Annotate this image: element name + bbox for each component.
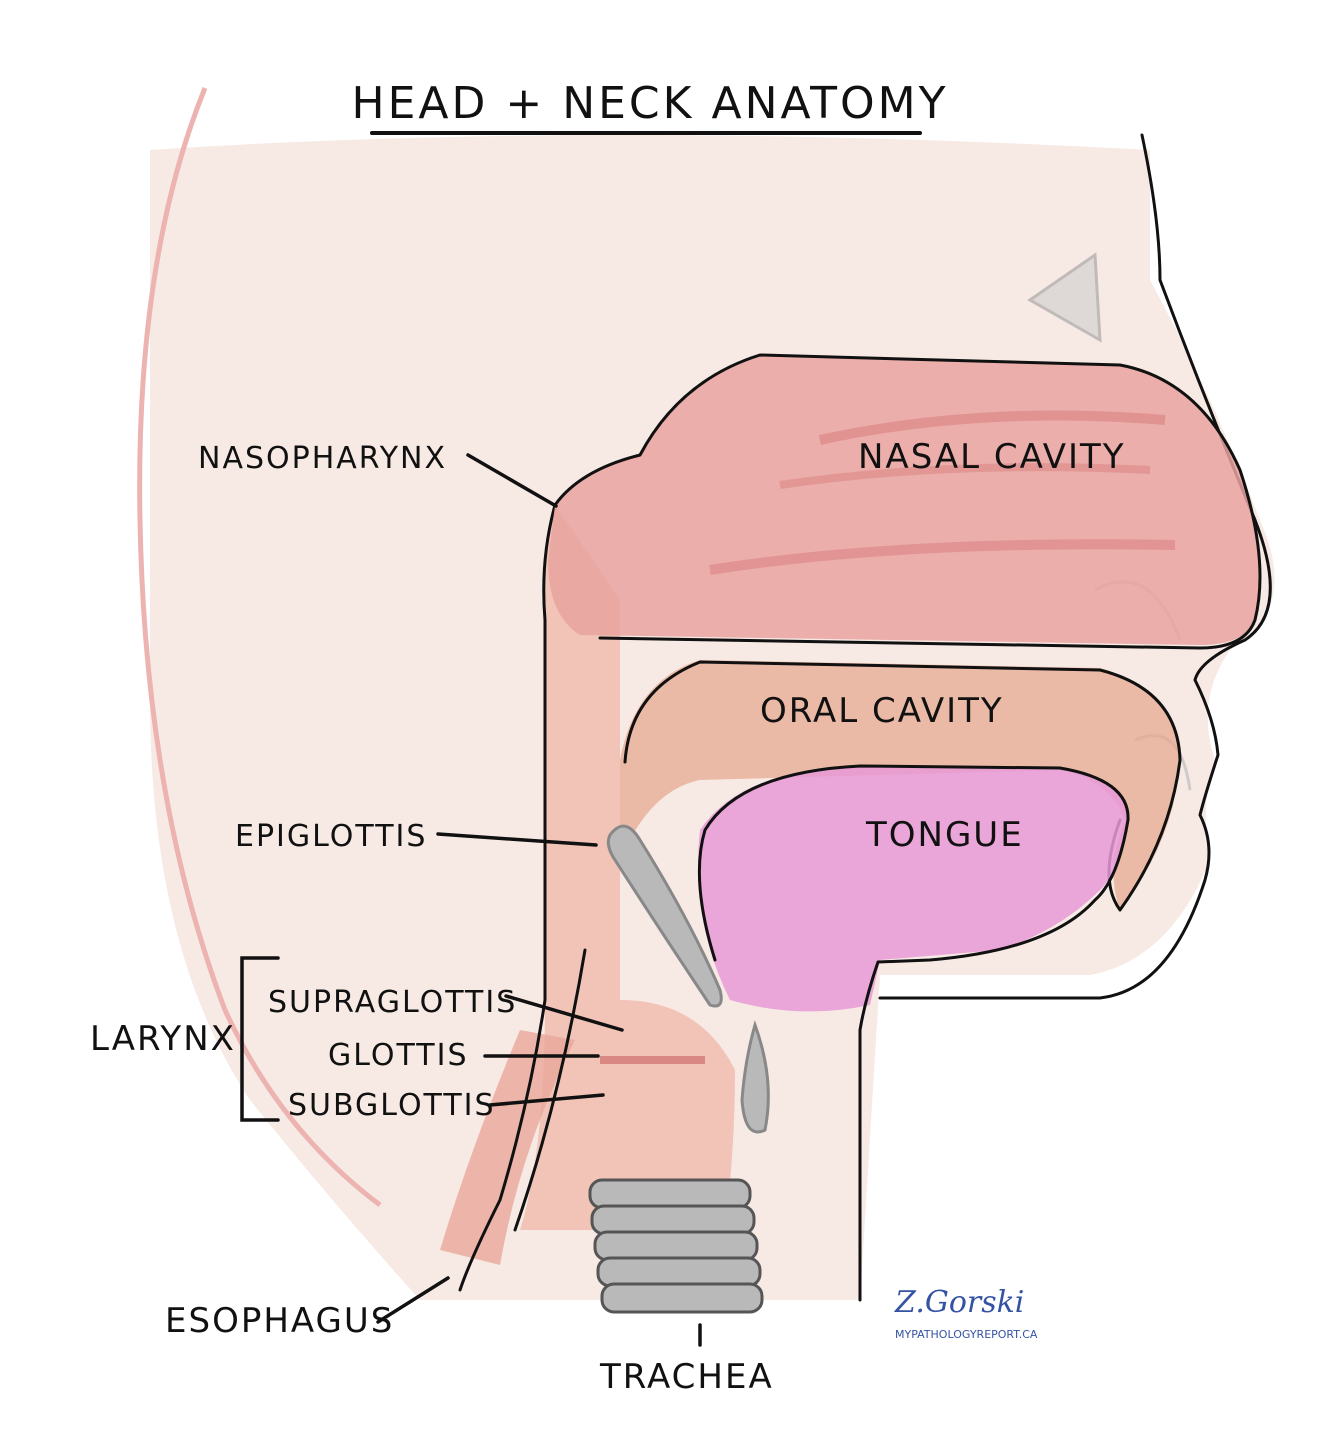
leader-supraglottis (504, 994, 624, 1032)
oral-cavity-region (620, 660, 1180, 910)
trachea-rings (588, 1178, 764, 1314)
epiglottis-cartilage (606, 824, 723, 1008)
label-supraglottis: SUPRAGLOTTIS (268, 985, 517, 1020)
diagram-title: HEAD + NECK ANATOMY (351, 78, 948, 129)
label-nasopharynx: NASOPHARYNX (198, 441, 447, 476)
nasal-turbinate-stroke-3 (709, 539, 1176, 575)
airway-back-wall (513, 948, 587, 1232)
eye-sketch (1027, 252, 1102, 343)
label-glottis: GLOTTIS (328, 1038, 469, 1073)
label-oral-cavity: ORAL CAVITY (760, 691, 1004, 731)
tongue-region (698, 765, 1129, 1012)
label-trachea: TRACHEA (599, 1357, 774, 1397)
pharynx-region (520, 505, 735, 1230)
label-larynx: LARYNX (90, 1019, 236, 1059)
oral-cavity-outline (623, 660, 1182, 912)
label-subglottis: SUBGLOTTIS (288, 1088, 496, 1123)
label-nasal-cavity: NASAL CAVITY (858, 437, 1126, 477)
leader-nasopharynx (466, 453, 558, 508)
trachea-ring (600, 1282, 764, 1314)
nasal-turbinate-stroke-1 (818, 410, 1166, 445)
trachea-ring (596, 1256, 762, 1288)
trachea-ring (588, 1178, 752, 1210)
artist-signature: Z.Gorski (894, 1285, 1024, 1320)
tongue-outline (697, 764, 1130, 1302)
leader-esophagus (376, 1276, 450, 1324)
thyroid-cartilage (740, 1020, 770, 1134)
website-credit: MYPATHOLOGYREPORT.CA (895, 1328, 1038, 1341)
larynx-bracket (240, 956, 280, 1122)
label-epiglottis: EPIGLOTTIS (235, 819, 427, 854)
nasal-cavity-outline (553, 353, 1262, 650)
trachea-ring (590, 1204, 756, 1236)
trachea-ring (593, 1230, 759, 1262)
label-tongue: TONGUE (865, 815, 1024, 855)
label-esophagus: ESOPHAGUS (165, 1301, 394, 1341)
leader-epiglottis (436, 832, 598, 847)
leader-subglottis (488, 1093, 605, 1107)
face-profile-outline (878, 133, 1272, 1000)
esophagus-tube (440, 1030, 575, 1265)
pharynx-outline (458, 503, 557, 1292)
back-of-head-line (137, 87, 382, 1207)
nasal-turbinate-stroke-2 (779, 463, 1151, 489)
